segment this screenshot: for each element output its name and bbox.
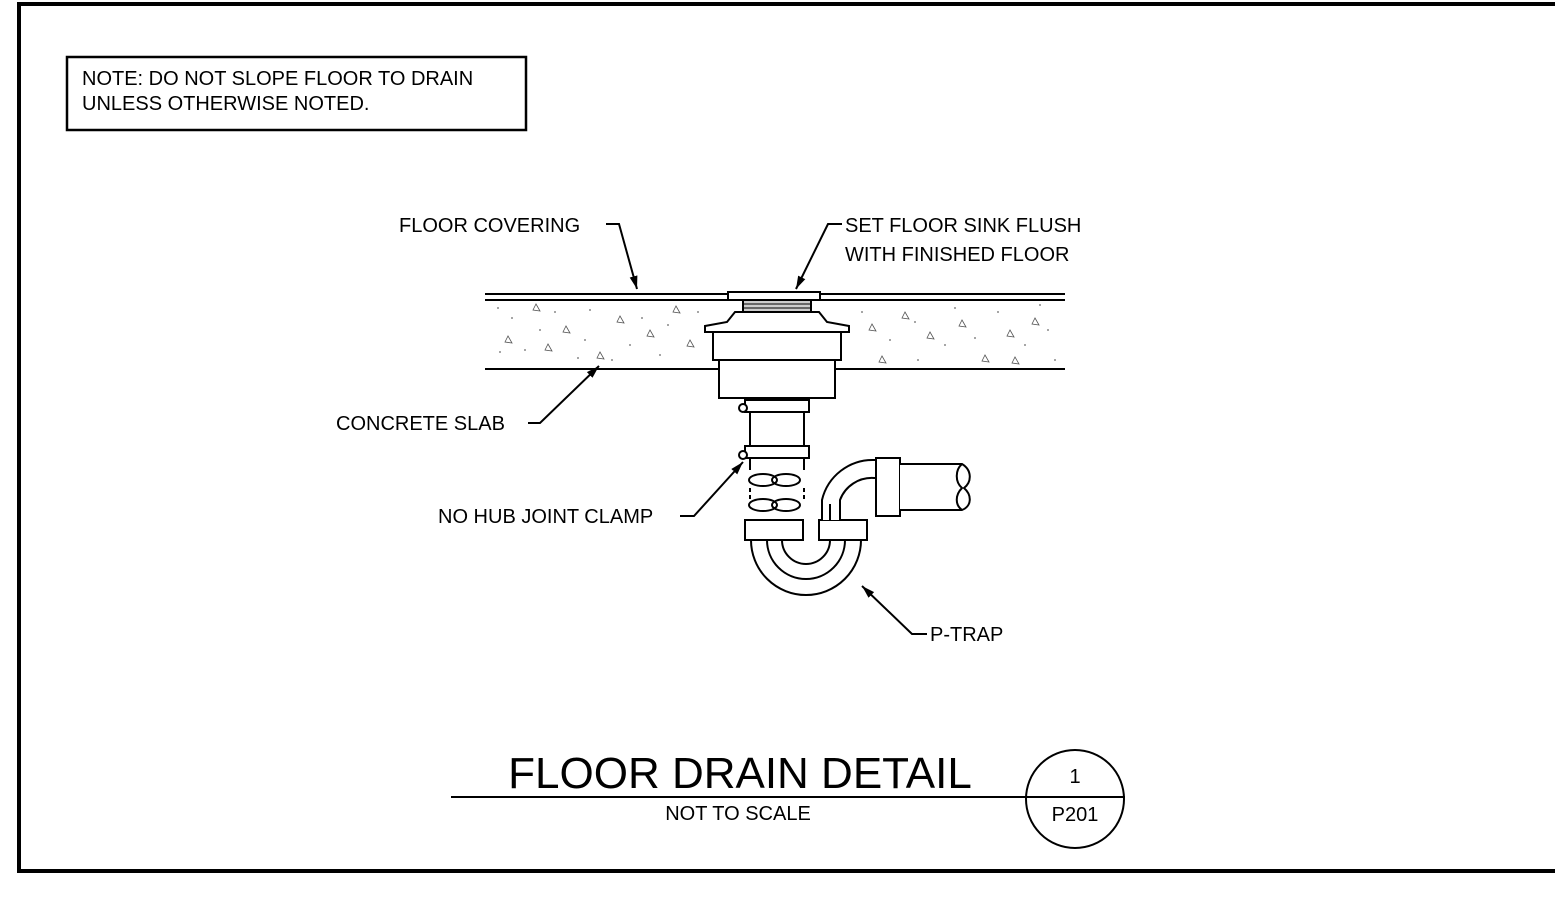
label-concrete-slab: CONCRETE SLAB: [336, 413, 505, 435]
label-p-trap: P-TRAP: [930, 624, 1003, 646]
note-line-2: UNLESS OTHERWISE NOTED.: [82, 93, 369, 115]
leader-no-hub-clamp: [680, 461, 744, 517]
label-floor-covering: FLOOR COVERING: [399, 215, 580, 237]
concrete-aggregate-hatch: [504, 303, 1040, 365]
label-no-hub-clamp: NO HUB JOINT CLAMP: [438, 506, 653, 528]
no-hub-clamp-lower: [744, 445, 810, 459]
detail-number: 1: [1069, 766, 1080, 788]
leader-p-trap: [861, 585, 927, 635]
detail-bubble: [1025, 749, 1125, 849]
leader-floor-covering: [606, 223, 638, 290]
floor-sink: [704, 291, 850, 399]
scale-label: NOT TO SCALE: [665, 803, 811, 825]
label-set-flush-line-1: SET FLOOR SINK FLUSH: [845, 215, 1081, 237]
leaders: [528, 223, 927, 635]
sheet-border: [17, 2, 1555, 873]
floor-sink-collar: [742, 299, 812, 313]
label-set-flush-line-2: WITH FINISHED FLOOR: [845, 244, 1069, 266]
p-trap-outlet-pipe: [900, 463, 971, 511]
note-line-1: NOTE: DO NOT SLOPE FLOOR TO DRAIN: [82, 68, 473, 90]
drawing-title: FLOOR DRAIN DETAIL: [508, 749, 972, 798]
floor-sink-grate: [727, 291, 821, 301]
floor-sink-flange: [704, 311, 850, 333]
floor-sink-body: [718, 359, 836, 399]
floor-sink-bowl: [712, 331, 842, 361]
leader-set-flush: [795, 223, 842, 290]
drain-pipe: [738, 397, 810, 512]
leader-concrete-slab: [528, 365, 600, 424]
no-hub-clamp-upper: [744, 399, 810, 413]
note-box: NOTE: DO NOT SLOPE FLOOR TO DRAIN UNLESS…: [65, 55, 528, 132]
p-trap-outlet-fitting: [875, 457, 901, 517]
p-trap: [744, 457, 971, 596]
sheet-number: P201: [1052, 804, 1099, 826]
concrete-stipple: [497, 304, 1056, 361]
title-block: FLOOR DRAIN DETAIL NOT TO SCALE 1 P201: [451, 749, 1125, 849]
